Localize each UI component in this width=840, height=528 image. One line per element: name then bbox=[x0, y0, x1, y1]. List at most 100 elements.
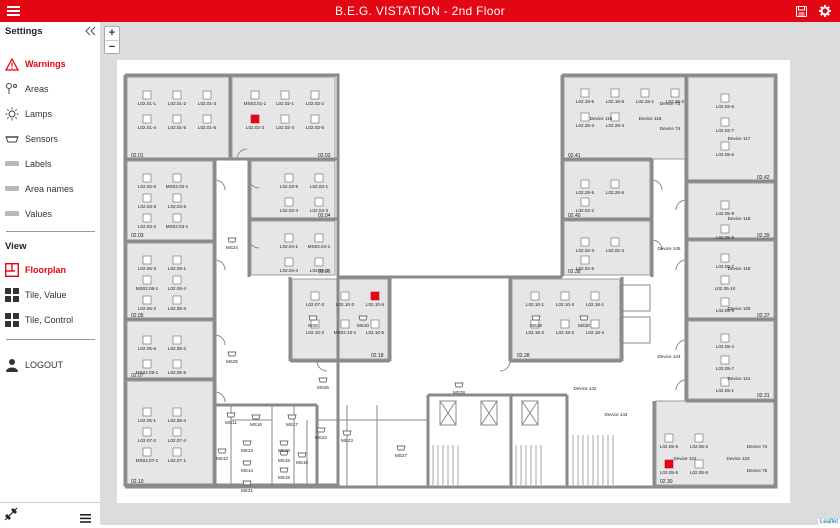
device-marker[interactable]: Device 119 bbox=[728, 266, 751, 271]
sidebar-item-labels[interactable]: Labels bbox=[0, 154, 100, 174]
lamp-marker[interactable] bbox=[314, 173, 324, 183]
lamp-warning-marker[interactable] bbox=[250, 114, 260, 124]
lamp-marker[interactable] bbox=[284, 173, 294, 183]
sidebar-item-values[interactable]: Values bbox=[0, 204, 100, 224]
lamp-marker[interactable] bbox=[202, 114, 212, 124]
sensor-marker[interactable] bbox=[242, 460, 252, 466]
connection-icon[interactable] bbox=[4, 507, 18, 526]
device-marker[interactable]: Device 123 bbox=[727, 456, 750, 461]
lamp-marker[interactable] bbox=[580, 255, 590, 265]
lamp-marker[interactable] bbox=[280, 114, 290, 124]
lamp-marker[interactable] bbox=[142, 335, 152, 345]
sensor-marker[interactable] bbox=[279, 467, 289, 473]
lamp-marker[interactable] bbox=[310, 90, 320, 100]
lamp-marker[interactable] bbox=[142, 173, 152, 183]
lamp-marker[interactable] bbox=[720, 200, 730, 210]
sensor-marker[interactable] bbox=[279, 440, 289, 446]
sensor-marker[interactable] bbox=[579, 315, 589, 321]
lamp-marker[interactable] bbox=[142, 90, 152, 100]
sidebar-item-warnings[interactable]: Warnings bbox=[0, 54, 100, 74]
lamp-marker[interactable] bbox=[610, 179, 620, 189]
lamp-marker[interactable] bbox=[610, 112, 620, 122]
sensor-marker[interactable] bbox=[226, 412, 236, 418]
lamp-marker[interactable] bbox=[560, 319, 570, 329]
lamp-marker[interactable] bbox=[142, 447, 152, 457]
lamp-marker[interactable] bbox=[172, 447, 182, 457]
sensor-marker[interactable] bbox=[251, 414, 261, 420]
lamp-marker[interactable] bbox=[314, 257, 324, 267]
lamp-marker[interactable] bbox=[172, 359, 182, 369]
lamp-marker[interactable] bbox=[284, 197, 294, 207]
lamp-marker[interactable] bbox=[720, 117, 730, 127]
lamp-marker[interactable] bbox=[142, 193, 152, 203]
sidebar-item-tile-control[interactable]: Tile, Control bbox=[0, 310, 100, 330]
lamp-marker[interactable] bbox=[280, 90, 290, 100]
gear-icon[interactable] bbox=[818, 2, 832, 20]
lamp-marker[interactable] bbox=[172, 213, 182, 223]
sidebar-item-lamps[interactable]: Lamps bbox=[0, 104, 100, 124]
device-marker[interactable]: Device 75 bbox=[747, 468, 768, 473]
device-marker[interactable]: Device 145 bbox=[658, 246, 681, 251]
lamp-marker[interactable] bbox=[142, 275, 152, 285]
lamp-marker[interactable] bbox=[284, 233, 294, 243]
sensor-marker[interactable] bbox=[396, 445, 406, 451]
lamp-marker[interactable] bbox=[142, 407, 152, 417]
lamp-marker[interactable] bbox=[720, 333, 730, 343]
lamp-marker[interactable] bbox=[670, 88, 680, 98]
sidebar-item-tile-value[interactable]: Tile, Value bbox=[0, 285, 100, 305]
lamp-marker[interactable] bbox=[250, 90, 260, 100]
lamp-marker[interactable] bbox=[172, 90, 182, 100]
sensor-marker[interactable] bbox=[279, 450, 289, 456]
lamp-marker[interactable] bbox=[172, 275, 182, 285]
device-marker[interactable]: Device 122 bbox=[674, 456, 697, 461]
lamp-marker[interactable] bbox=[720, 253, 730, 263]
lamp-marker[interactable] bbox=[142, 213, 152, 223]
save-icon[interactable] bbox=[794, 2, 808, 20]
lamp-marker[interactable] bbox=[172, 335, 182, 345]
lamp-marker[interactable] bbox=[694, 459, 704, 469]
sensor-marker[interactable] bbox=[318, 377, 328, 383]
sidebar-item-area-names[interactable]: Area names bbox=[0, 179, 100, 199]
lamp-marker[interactable] bbox=[172, 114, 182, 124]
device-marker[interactable]: Device 143 bbox=[605, 412, 628, 417]
lamp-marker[interactable] bbox=[310, 114, 320, 124]
lamp-marker[interactable] bbox=[580, 179, 590, 189]
lamp-marker[interactable] bbox=[694, 433, 704, 443]
sidebar-item-sensors[interactable]: Sensors bbox=[0, 129, 100, 149]
device-marker[interactable]: Device 116 bbox=[639, 116, 662, 121]
lamp-warning-marker[interactable] bbox=[664, 459, 674, 469]
menu-icon[interactable] bbox=[5, 2, 21, 20]
lamp-marker[interactable] bbox=[580, 88, 590, 98]
lamp-marker[interactable] bbox=[720, 141, 730, 151]
device-marker[interactable]: Device 115 bbox=[590, 116, 613, 121]
lamp-marker[interactable] bbox=[340, 291, 350, 301]
logout-button[interactable]: LOGOUT bbox=[0, 355, 100, 375]
lamp-marker[interactable] bbox=[580, 237, 590, 247]
lamp-marker[interactable] bbox=[720, 224, 730, 234]
sensor-marker[interactable] bbox=[227, 351, 237, 357]
lamp-marker[interactable] bbox=[314, 233, 324, 243]
lamp-marker[interactable] bbox=[314, 197, 324, 207]
zoom-out-button[interactable]: − bbox=[108, 41, 116, 53]
lamp-marker[interactable] bbox=[610, 88, 620, 98]
sensor-marker[interactable] bbox=[297, 452, 307, 458]
lamp-marker[interactable] bbox=[142, 359, 152, 369]
lamp-marker[interactable] bbox=[664, 433, 674, 443]
sensor-marker[interactable] bbox=[242, 440, 252, 446]
device-marker[interactable]: Device 117 bbox=[728, 136, 751, 141]
lamp-marker[interactable] bbox=[172, 295, 182, 305]
lamp-marker[interactable] bbox=[370, 319, 380, 329]
sensor-marker[interactable] bbox=[358, 315, 368, 321]
device-marker[interactable]: Device 144 bbox=[658, 354, 681, 359]
lamp-marker[interactable] bbox=[610, 237, 620, 247]
device-marker[interactable]: Device 73 bbox=[660, 101, 681, 106]
device-marker[interactable]: Device 74 bbox=[660, 126, 681, 131]
lamp-marker[interactable] bbox=[590, 319, 600, 329]
sensor-marker[interactable] bbox=[308, 315, 318, 321]
lamp-marker[interactable] bbox=[202, 90, 212, 100]
lamp-marker[interactable] bbox=[142, 427, 152, 437]
sensor-marker[interactable] bbox=[316, 427, 326, 433]
map-attribution[interactable]: Leaflet bbox=[817, 519, 840, 525]
lamp-marker[interactable] bbox=[560, 291, 570, 301]
